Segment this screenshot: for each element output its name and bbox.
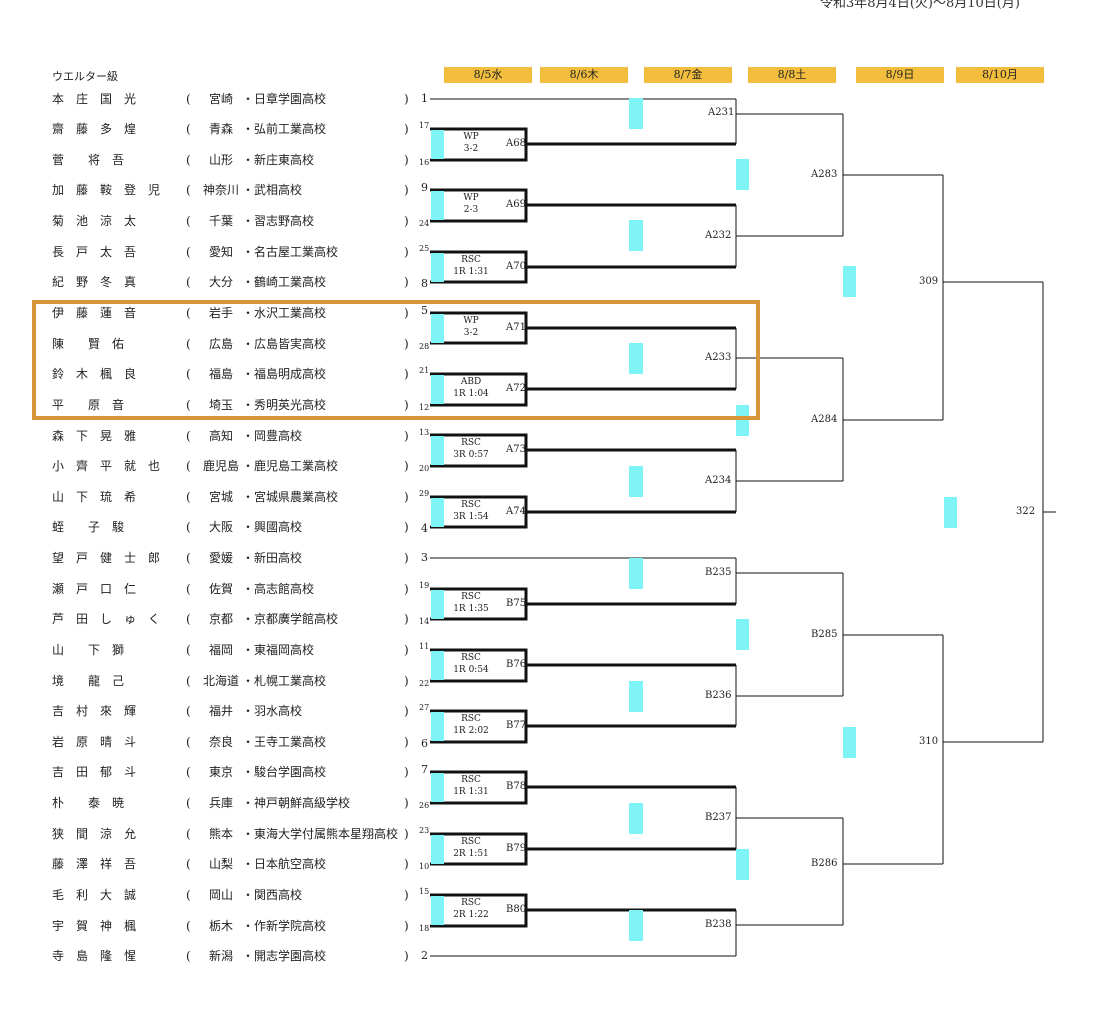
match-id-B79: B79 [506,843,527,854]
day-header-3: 8/7金 [644,67,732,83]
match-id-A74: A74 [506,506,526,517]
match-id-A234: A234 [705,475,732,486]
weight-class-label: ウエルター級 [52,70,118,83]
match-id-B76: B76 [506,659,527,670]
match-id-B78: B78 [506,781,527,792]
match-id-B80: B80 [506,904,527,915]
highlight-box [32,300,760,420]
day-header-1: 8/5水 [444,67,532,83]
match-id-A231: A231 [708,107,735,118]
match-id-A73: A73 [506,444,526,455]
match-id-B286: B286 [811,858,838,869]
day-header-6: 8/10月 [956,67,1044,83]
match-id-B235: B235 [705,567,732,578]
match-id-B75: B75 [506,598,527,609]
match-id-309: 309 [919,276,939,287]
match-id-A283: A283 [811,169,838,180]
day-header-4: 8/8土 [748,67,836,83]
match-id-B77: B77 [506,720,527,731]
match-id-310: 310 [919,736,939,747]
match-id-A70: A70 [506,261,526,272]
match-id-A68: A68 [506,138,526,149]
match-id-B238: B238 [705,919,732,930]
match-id-A232: A232 [705,230,732,241]
match-id-A72: A72 [506,383,526,394]
match-id-A284: A284 [811,414,838,425]
day-header-5: 8/9日 [856,67,944,83]
day-header-2: 8/6木 [540,67,628,83]
match-id-A71: A71 [506,322,526,333]
tournament-date-range: 令和3年8月4日(火)～8月10日(月) [820,0,1020,11]
match-id-B285: B285 [811,629,838,640]
match-id-A69: A69 [506,199,526,210]
match-id-A233: A233 [705,352,732,363]
match-id-322: 322 [1016,506,1036,517]
match-id-B236: B236 [705,690,732,701]
match-id-B237: B237 [705,812,732,823]
